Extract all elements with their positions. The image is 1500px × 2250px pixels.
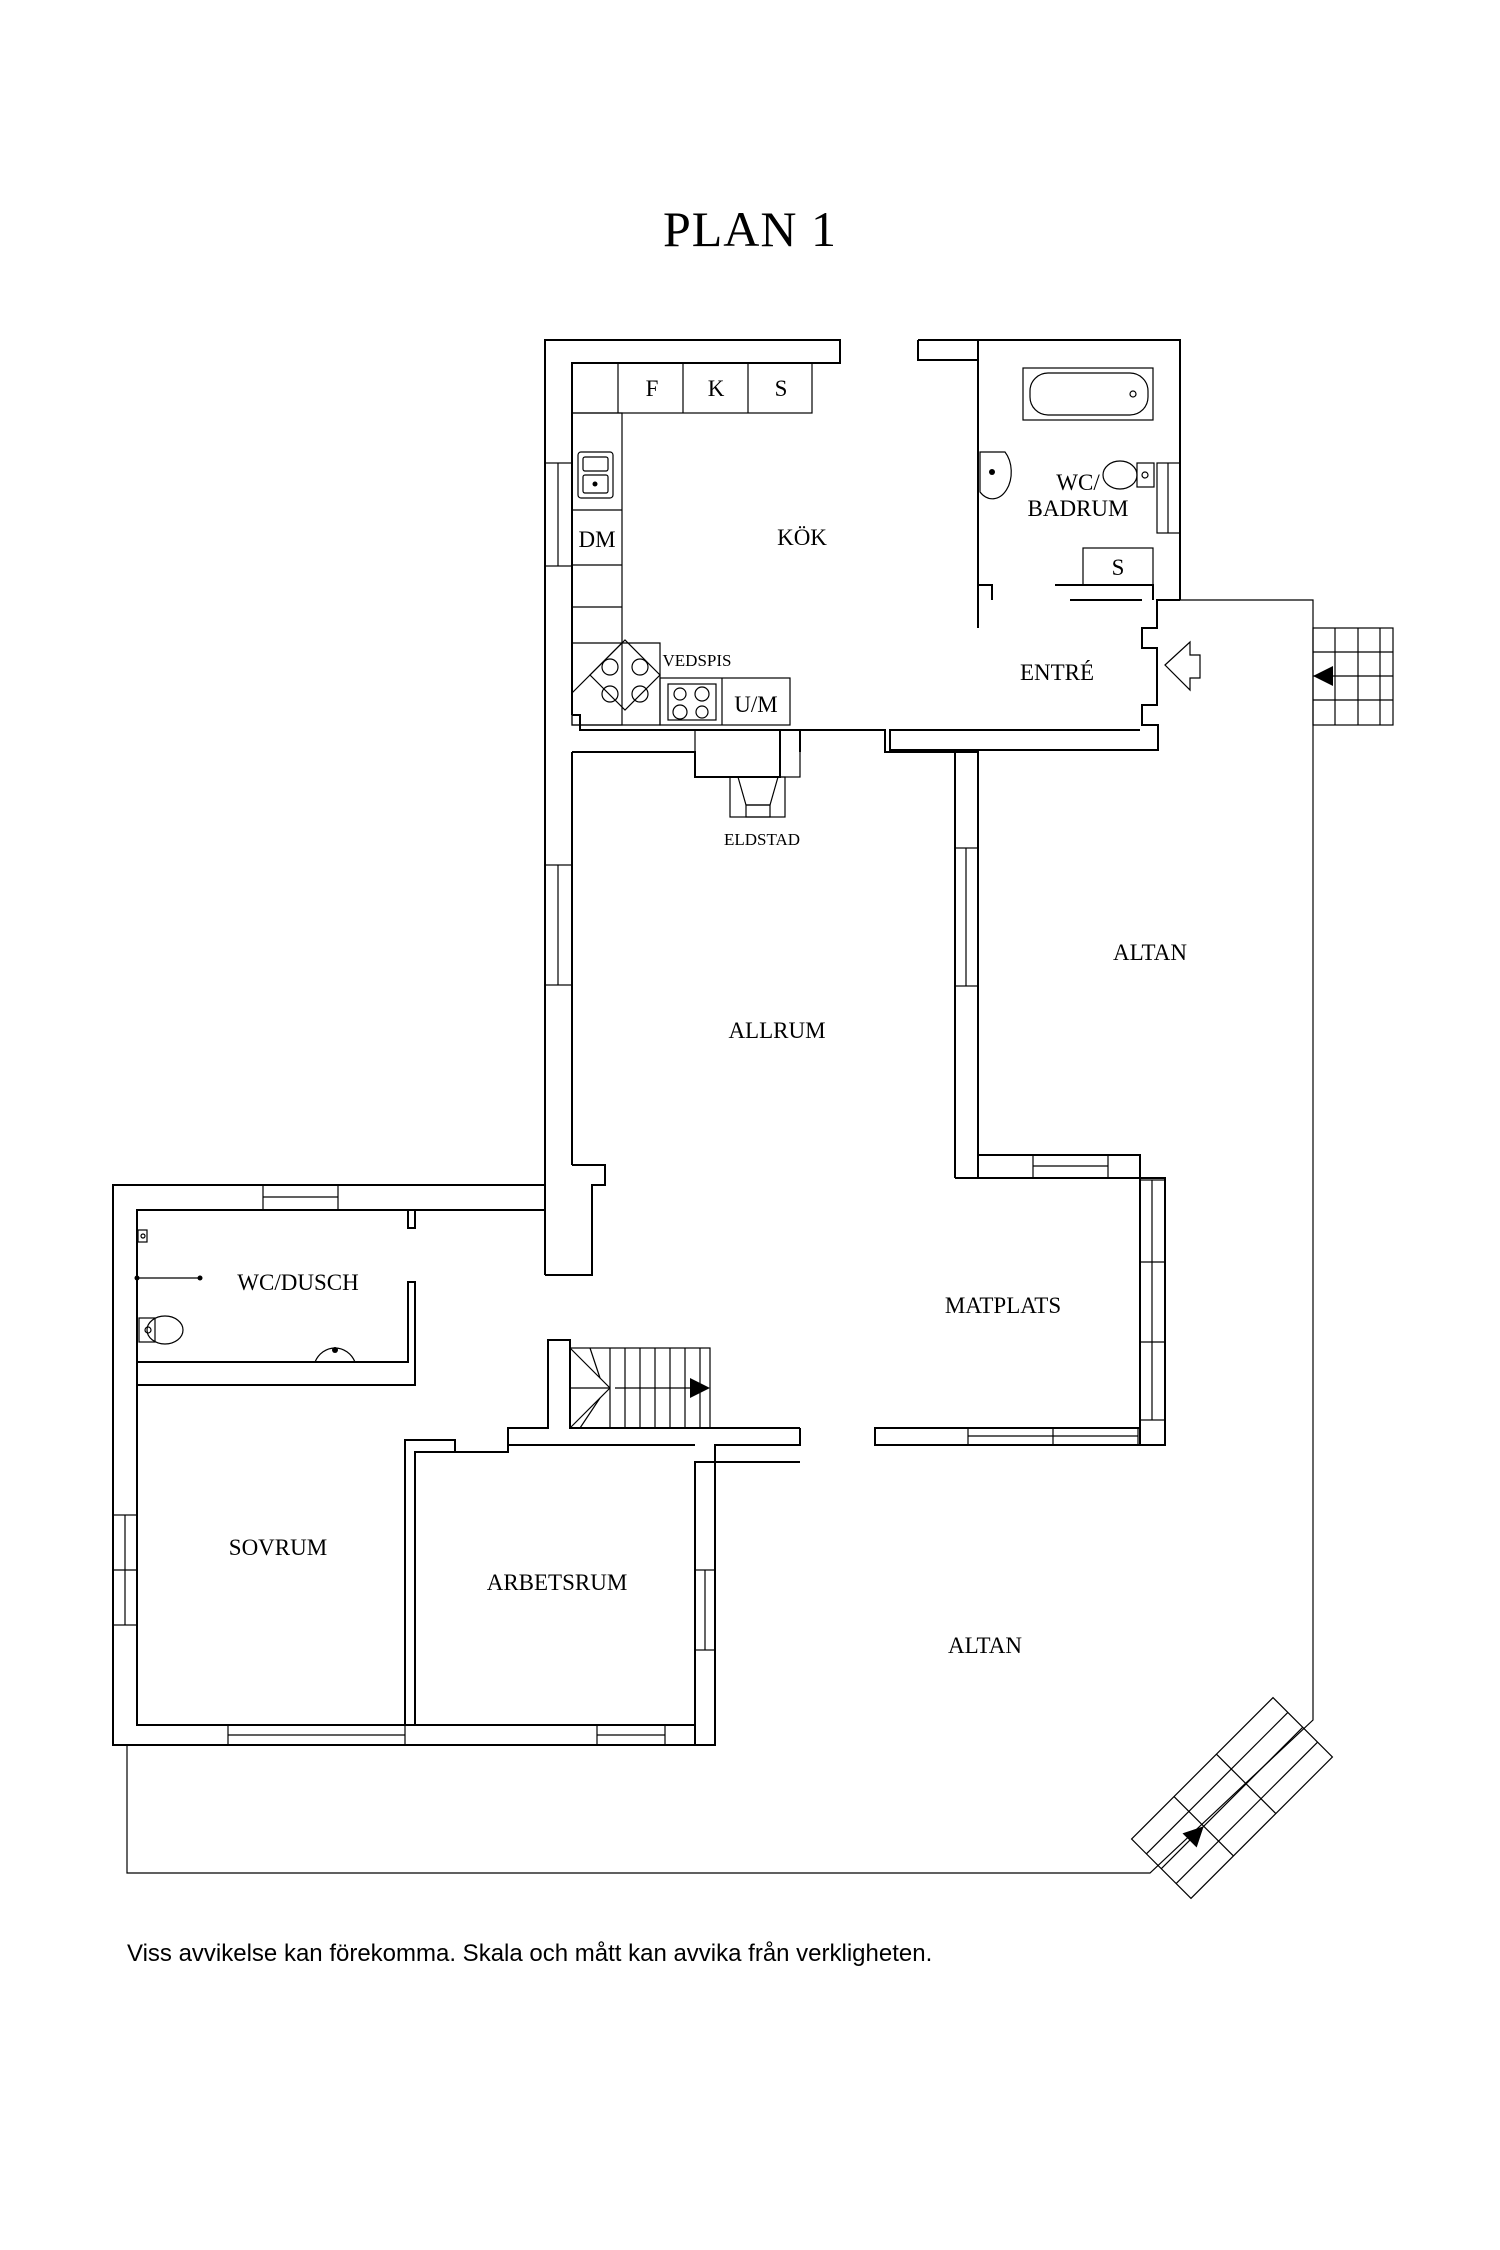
plan-title: PLAN 1	[662, 201, 838, 257]
room-label-wc-dusch: WC/DUSCH	[237, 1270, 358, 1295]
bathtub-icon	[1029, 372, 1149, 416]
washbasin-icon	[314, 1347, 356, 1363]
windows	[112, 462, 1181, 1746]
bathroom-fixtures	[977, 367, 1155, 628]
entrance-arrow-icon	[1164, 640, 1201, 692]
room-labels: KÖK WC/ BADRUM ENTRÉ ALLRUM ALTAN MATPLA…	[229, 470, 1188, 1658]
fixture-label-storage-kitchen: S	[775, 376, 788, 401]
kitchen-fixtures	[571, 362, 813, 818]
exterior-stair-east	[1312, 627, 1394, 726]
shower-head-icon	[137, 1229, 148, 1243]
fixture-label-fridge: F	[646, 376, 659, 401]
hob-icon	[667, 683, 717, 721]
room-label-arbetsrum: ARBETSRUM	[487, 1570, 628, 1595]
wood-stove-icon	[571, 639, 661, 726]
fixture-label-oven: U/M	[734, 692, 777, 717]
room-label-wc-badrum-1: WC/	[1056, 470, 1100, 495]
room-label-matplats: MATPLATS	[945, 1293, 1061, 1318]
room-label-sovrum: SOVRUM	[229, 1535, 327, 1560]
stair-arrow-icon	[1313, 666, 1333, 686]
room-label-entre: ENTRÉ	[1020, 660, 1094, 685]
interior-stair	[569, 1347, 711, 1429]
room-label-allrum: ALLRUM	[728, 1018, 825, 1043]
room-label-kok: KÖK	[777, 525, 827, 550]
terrace-outline	[126, 599, 1314, 1874]
room-label-altan-south: ALTAN	[948, 1633, 1022, 1658]
room-label-altan-east: ALTAN	[1113, 940, 1187, 965]
toilet-icon	[138, 1315, 184, 1345]
fixture-label-wood-stove: VEDSPIS	[663, 651, 732, 670]
fixture-label-fireplace: ELDSTAD	[724, 830, 800, 849]
toilet-icon	[1102, 460, 1155, 490]
stair-arrow-icon	[690, 1378, 710, 1398]
fixture-label-cooler: K	[708, 376, 725, 401]
disclaimer-text: Viss avvikelse kan förekomma. Skala och …	[127, 1940, 933, 1967]
wc-dusch-fixtures	[134, 1229, 356, 1363]
washbasin-icon	[979, 451, 1012, 500]
kitchen-sink-icon	[577, 451, 614, 499]
fixture-label-dishwasher: DM	[578, 527, 615, 552]
fixture-label-storage-bath: S	[1112, 555, 1125, 580]
fireplace-icon	[694, 729, 801, 818]
room-label-wc-badrum-2: BADRUM	[1028, 496, 1129, 521]
exterior-stair-southeast	[1130, 1696, 1334, 1900]
fixture-labels: F K S DM VEDSPIS U/M ELDSTAD S	[578, 376, 1124, 849]
